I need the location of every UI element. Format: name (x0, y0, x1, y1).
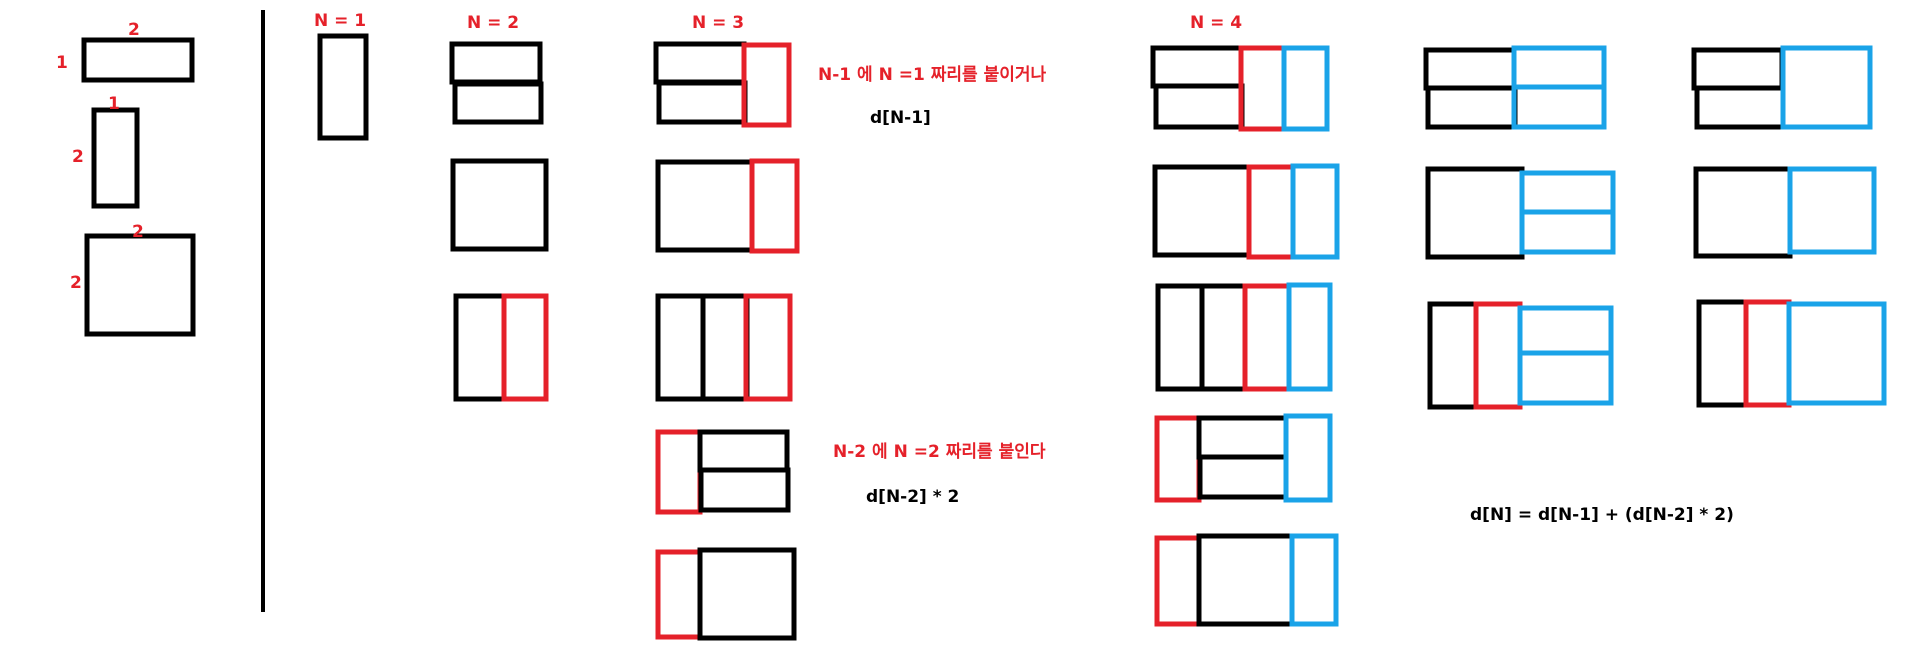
tile-2x2-left-label: 2 (70, 273, 82, 293)
n2-tiling-two-vertical (453, 293, 549, 402)
n4-b2 (1425, 166, 1616, 260)
n4-b1 (1423, 45, 1607, 130)
n3-tiling-1 (653, 41, 792, 128)
recurrence-formula: d[N] = d[N-1] + (d[N-2] * 2) (1470, 505, 1734, 525)
tile-1x2-left-label: 1 (56, 53, 68, 73)
n4-a5 (1154, 533, 1339, 627)
case2-text: N-2 에 N =2 짜리를 붙인다 (833, 442, 1046, 462)
header-n3: N = 3 (692, 13, 744, 33)
n4-c2 (1693, 166, 1877, 259)
n4-b3 (1427, 301, 1614, 410)
n4-tilings-col-c (1691, 45, 1887, 408)
column-headers: N = 1 N = 2 N = 3 N = 4 (314, 11, 1242, 33)
legend-tiles (81, 37, 196, 337)
header-n4: N = 4 (1190, 13, 1242, 33)
tile-2x2-top-label: 2 (132, 222, 144, 242)
n1-tilings (317, 33, 369, 141)
header-n1: N = 1 (314, 11, 366, 31)
n4-a4 (1154, 413, 1333, 503)
legend-labels: 2 1 1 2 2 2 (56, 20, 144, 293)
n3-tiling-4 (655, 429, 791, 515)
n3-tiling-5 (655, 547, 797, 641)
n4-tilings-col-a (1150, 45, 1340, 627)
n4-a2 (1152, 163, 1340, 260)
n3-tilings (653, 41, 800, 641)
tile-2x1-vertical (91, 107, 140, 209)
n2-tiling-square (450, 158, 549, 252)
case1-text: N-1 에 N =1 짜리를 붙이거나 (818, 65, 1046, 85)
case1-formula: d[N-1] (870, 108, 931, 128)
n1-tile (317, 33, 369, 141)
tile-2x1-left-label: 2 (72, 147, 84, 167)
header-n2: N = 2 (467, 13, 519, 33)
n2-tiling-two-horizontal (449, 41, 544, 125)
n4-tilings-col-b (1423, 45, 1616, 410)
n4-c3 (1696, 299, 1887, 408)
n4-a3 (1155, 282, 1333, 392)
tile-2x1-top-label: 1 (108, 94, 120, 114)
n4-a1 (1150, 45, 1330, 132)
n3-tiling-3 (655, 293, 793, 402)
n2-tilings (449, 41, 549, 402)
tile-2x2-square (84, 233, 196, 337)
n3-tiling-2 (655, 158, 800, 254)
n4-c1 (1691, 45, 1873, 130)
tile-1x2-top-label: 2 (128, 20, 140, 40)
tile-1x2-horizontal (81, 37, 195, 83)
case2-formula: d[N-2] * 2 (866, 487, 959, 507)
explanation-notes: N-1 에 N =1 짜리를 붙이거나 d[N-1] N-2 에 N =2 짜리… (818, 65, 1734, 525)
